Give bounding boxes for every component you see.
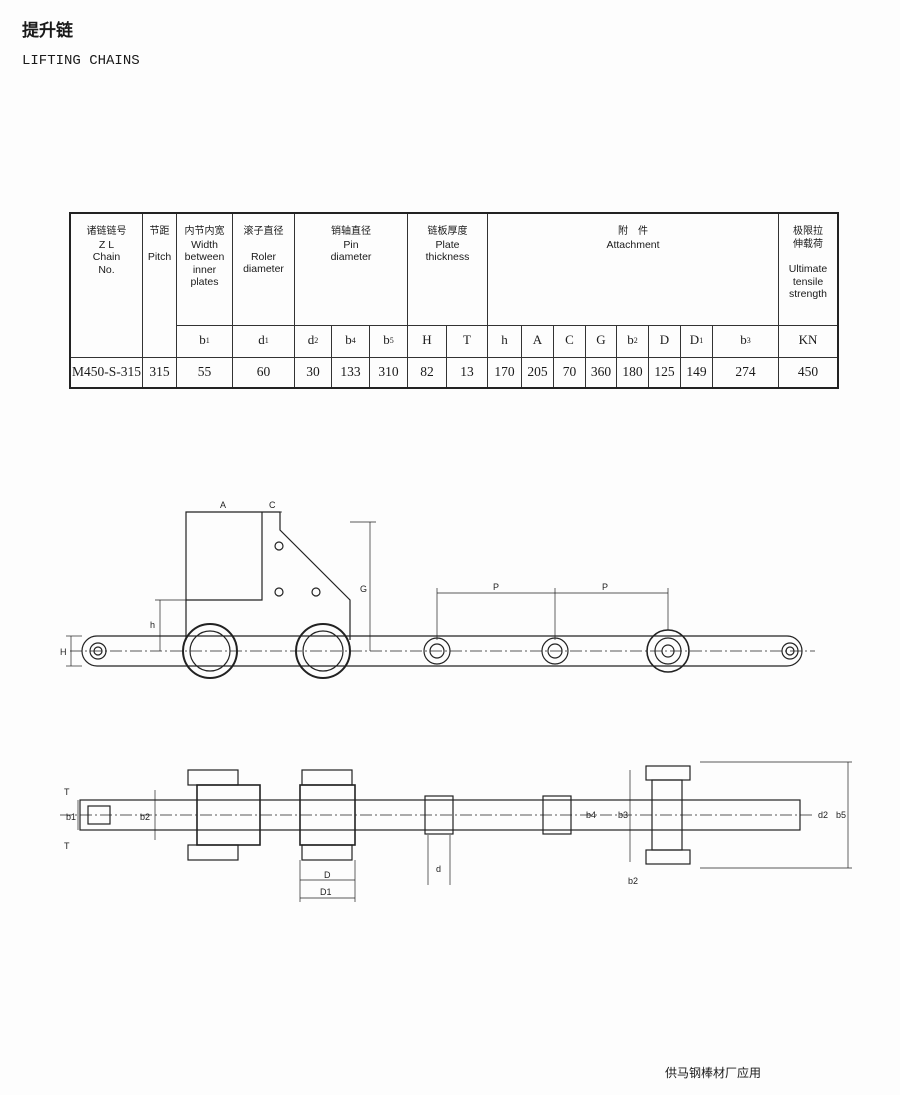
symbol-base: A bbox=[532, 332, 543, 348]
dim-label-b1: b1 bbox=[66, 812, 76, 822]
symbol-cell: h bbox=[487, 325, 522, 358]
dim-label-G: G bbox=[360, 584, 367, 594]
symbol-base: H bbox=[422, 332, 432, 348]
footer-note: 供马钢棒材厂应用 bbox=[665, 1066, 762, 1080]
dim-label-b4: b4 bbox=[586, 810, 596, 820]
symbol-cell: b1 bbox=[176, 325, 233, 358]
dim-label-b2-right: b2 bbox=[628, 876, 638, 886]
dim-label-d: d bbox=[436, 864, 441, 874]
symbol-cell: b5 bbox=[369, 325, 408, 358]
symbol-cell: d1 bbox=[232, 325, 295, 358]
dim-label-T-bottom: T bbox=[64, 841, 70, 851]
symbol-base: d bbox=[258, 332, 265, 348]
dim-label-b5: b5 bbox=[836, 810, 846, 820]
symbol-subscript: 3 bbox=[746, 336, 751, 346]
symbol-subscript: 1 bbox=[264, 336, 269, 346]
symbol-base: KN bbox=[798, 332, 818, 348]
symbol-base: h bbox=[501, 332, 508, 348]
dim-label-C: C bbox=[269, 500, 276, 510]
value-cell: 274 bbox=[712, 357, 779, 389]
title-english: LIFTING CHAINS bbox=[22, 53, 140, 69]
dim-label-d2: d2 bbox=[818, 810, 828, 820]
value-cell: 450 bbox=[778, 357, 839, 389]
value-cell: 205 bbox=[521, 357, 554, 389]
dim-label-h: h bbox=[150, 620, 155, 630]
symbol-cell: D1 bbox=[680, 325, 713, 358]
symbol-subscript: 1 bbox=[205, 336, 210, 346]
symbol-cell: KN bbox=[778, 325, 839, 358]
cell-chain-no: M450-S-315 bbox=[69, 357, 143, 389]
dim-label-b3: b3 bbox=[618, 810, 628, 820]
header-strength: 极限拉 伸载荷 Ultimate tensile strength bbox=[778, 212, 839, 326]
value-cell: 315 bbox=[142, 357, 177, 389]
symbol-cell: b2 bbox=[616, 325, 649, 358]
symbol-base: b bbox=[627, 332, 634, 348]
dim-label-P1: P bbox=[493, 582, 499, 592]
dim-label-D: D bbox=[324, 870, 331, 880]
dim-label-b2: b2 bbox=[140, 812, 150, 822]
symbol-base: b bbox=[383, 332, 390, 348]
value-cell: 60 bbox=[232, 357, 295, 389]
dim-label-H: H bbox=[60, 647, 67, 657]
header-row: 诸链链号 Z L Chain No. 节距 Pitch 内节内宽 Width b… bbox=[69, 212, 839, 358]
symbol-base: T bbox=[463, 332, 471, 348]
symbol-base: b bbox=[345, 332, 352, 348]
symbol-subscript: 2 bbox=[633, 336, 638, 346]
symbol-cell: T bbox=[446, 325, 488, 358]
value-cell: 133 bbox=[331, 357, 370, 389]
dim-label-P2: P bbox=[602, 582, 608, 592]
symbol-subscript: 1 bbox=[699, 336, 704, 346]
symbol-base: d bbox=[307, 332, 315, 348]
header-attachment: 附 件 Attachment bbox=[487, 212, 779, 326]
header-roller: 滚子直径 Roler diameter bbox=[232, 212, 295, 326]
symbol-base: b bbox=[199, 332, 206, 348]
symbol-base: D bbox=[659, 332, 670, 348]
symbol-base: C bbox=[565, 332, 574, 348]
symbol-base: D bbox=[689, 332, 700, 348]
symbol-cell: D bbox=[648, 325, 681, 358]
spec-table: 诸链链号 Z L Chain No. 节距 Pitch 内节内宽 Width b… bbox=[69, 212, 839, 389]
dim-label-A: A bbox=[220, 500, 226, 510]
symbol-subscript: 2 bbox=[314, 336, 319, 346]
value-cell: 55 bbox=[176, 357, 233, 389]
value-cell: 149 bbox=[680, 357, 713, 389]
symbol-base: G bbox=[596, 332, 606, 348]
symbol-subscript: 4 bbox=[351, 336, 356, 346]
dim-label-D1: D1 bbox=[320, 887, 332, 897]
dim-label-T-top: T bbox=[64, 787, 70, 797]
symbol-cell: b3 bbox=[712, 325, 779, 358]
value-cell: 82 bbox=[407, 357, 447, 389]
symbol-cell: b4 bbox=[331, 325, 370, 358]
top-view bbox=[60, 761, 852, 902]
value-cell: 70 bbox=[553, 357, 586, 389]
symbol-cell: d2 bbox=[294, 325, 332, 358]
symbol-base: b bbox=[740, 332, 747, 348]
side-view bbox=[66, 511, 815, 679]
header-plate: 链板厚度 Plate thickness bbox=[407, 212, 488, 326]
value-cell: 180 bbox=[616, 357, 649, 389]
symbol-subscript: 5 bbox=[389, 336, 394, 346]
title-chinese: 提升链 bbox=[22, 21, 73, 41]
header-width: 内节内宽 Width between inner plates bbox=[176, 212, 233, 326]
value-cell: 125 bbox=[648, 357, 681, 389]
symbol-cell: C bbox=[553, 325, 586, 358]
